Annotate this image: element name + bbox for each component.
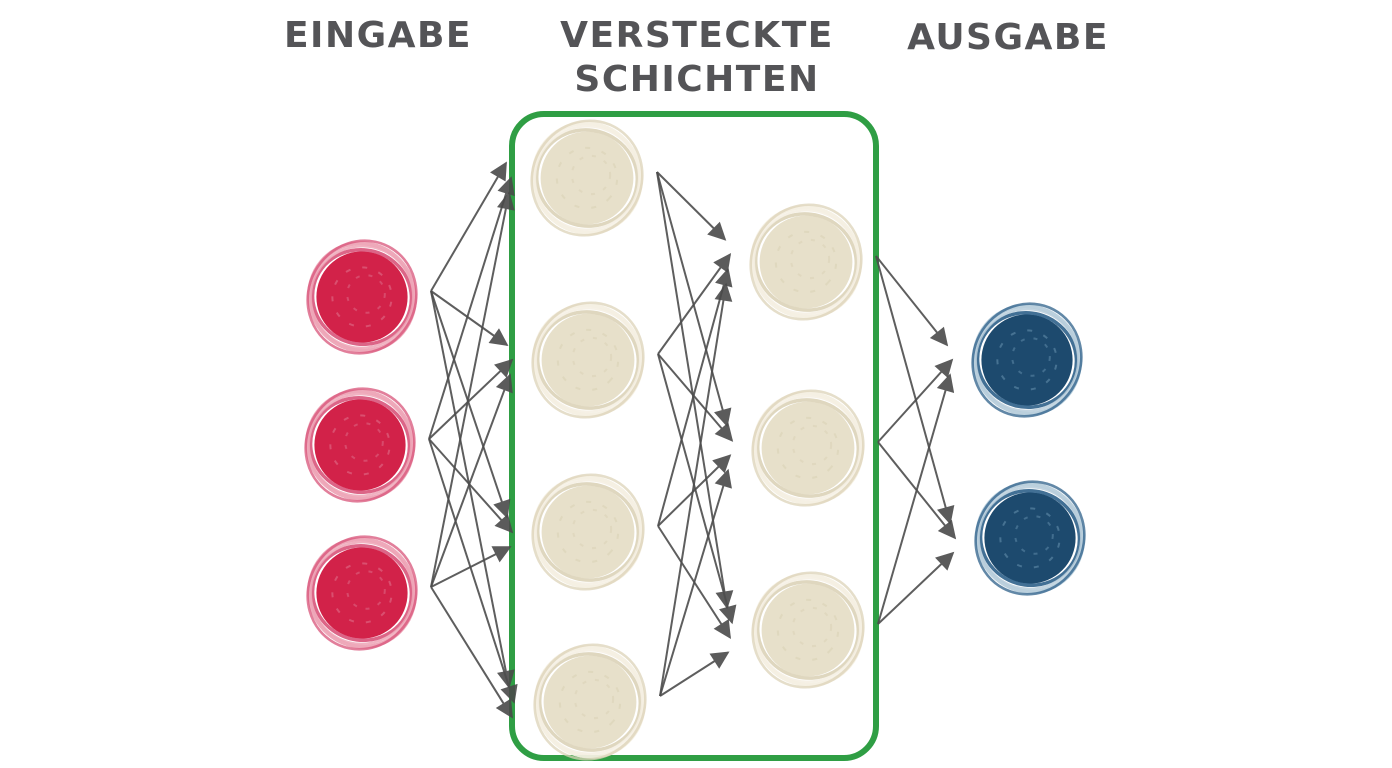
node-hidden1-2 bbox=[531, 301, 645, 419]
arrow-input1-to-hidden12 bbox=[430, 290, 509, 347]
arrow-hidden11-to-hidden22 bbox=[656, 171, 732, 428]
input-layer-label: EINGABE bbox=[283, 15, 473, 56]
arrow-hidden13-to-hidden22 bbox=[657, 454, 732, 527]
hidden-layers-box bbox=[509, 111, 879, 761]
arrow-input2-to-hidden13 bbox=[428, 438, 514, 534]
hidden-layers-label: VERSTECKTE SCHICHTEN bbox=[560, 14, 834, 102]
arrow-hidden14-to-hidden23 bbox=[659, 651, 730, 697]
arrow-input3-to-hidden12 bbox=[430, 373, 513, 588]
arrow-input3-to-hidden14 bbox=[430, 586, 513, 719]
arrow-hidden23-to-output1 bbox=[877, 373, 955, 625]
arrow-input3-to-hidden13 bbox=[430, 546, 512, 588]
arrow-input1-to-hidden11 bbox=[430, 161, 507, 292]
arrow-input3-to-hidden11 bbox=[430, 191, 515, 588]
arrow-input2-to-hidden14 bbox=[428, 438, 518, 704]
arrow-hidden14-to-hidden22 bbox=[659, 468, 732, 697]
hidden-layers-label-line1: VERSTECKTE bbox=[560, 15, 834, 56]
node-hidden1-3 bbox=[531, 473, 645, 591]
arrow-hidden21-to-output1 bbox=[875, 255, 949, 347]
arrow-hidden11-to-hidden23 bbox=[656, 171, 734, 610]
arrow-input2-to-hidden11 bbox=[428, 176, 515, 440]
arrow-hidden23-to-output2 bbox=[877, 551, 955, 625]
node-hidden2-1 bbox=[749, 203, 863, 321]
arrow-hidden12-to-hidden23 bbox=[657, 353, 737, 625]
hidden-layers-label-line2: SCHICHTEN bbox=[574, 59, 820, 100]
arrow-hidden14-to-hidden21 bbox=[659, 282, 733, 697]
node-output-2 bbox=[974, 480, 1086, 596]
node-input-3 bbox=[306, 535, 418, 651]
arrow-hidden13-to-hidden21 bbox=[657, 267, 733, 527]
node-hidden2-2 bbox=[751, 389, 865, 507]
arrow-input1-to-hidden13 bbox=[430, 290, 511, 519]
arrow-hidden22-to-output1 bbox=[877, 358, 954, 443]
arrow-hidden12-to-hidden22 bbox=[657, 353, 734, 442]
node-hidden1-4 bbox=[533, 643, 647, 761]
node-hidden2-3 bbox=[751, 571, 865, 689]
node-input-2 bbox=[304, 387, 416, 503]
arrow-hidden21-to-output2 bbox=[875, 255, 955, 525]
output-layer-label: AUSGABE bbox=[907, 17, 1109, 58]
node-input-1 bbox=[306, 239, 418, 355]
node-hidden1-1 bbox=[530, 119, 644, 237]
arrow-input1-to-hidden14 bbox=[430, 290, 515, 689]
arrow-input2-to-hidden12 bbox=[428, 358, 514, 440]
node-output-1 bbox=[971, 302, 1083, 418]
arrow-hidden11-to-hidden21 bbox=[656, 171, 727, 241]
